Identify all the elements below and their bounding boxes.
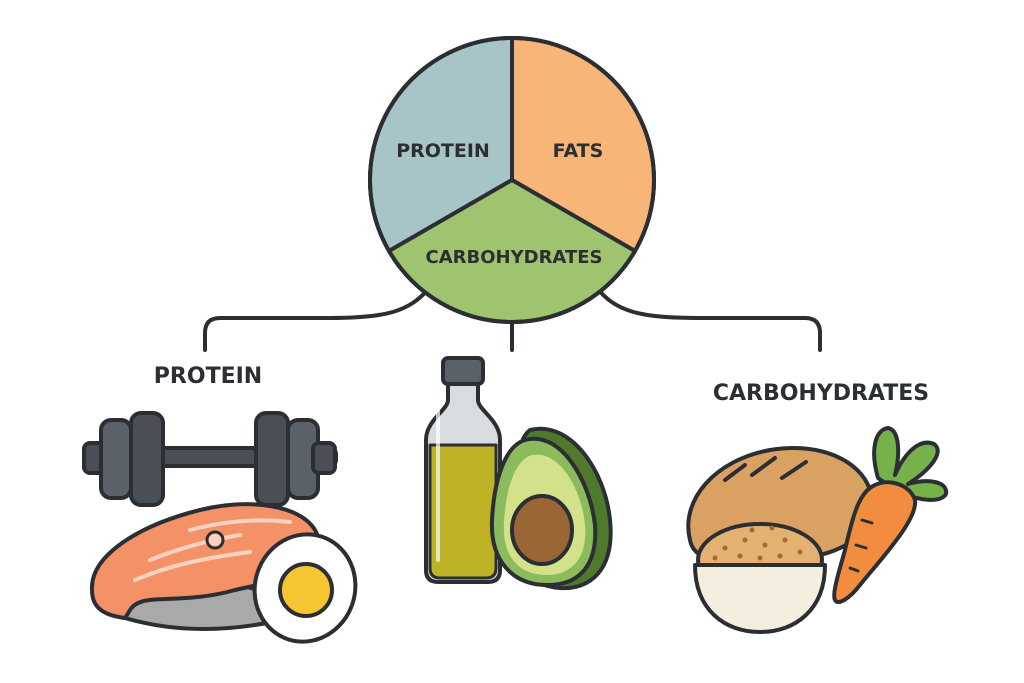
carbohydrate-foods (686, 426, 949, 634)
group-title-carbohydrates: CARBOHYDRATES (713, 381, 929, 406)
fats-foods (424, 356, 613, 591)
pie-label-fats: FATS (553, 140, 604, 162)
macronutrient-pie: PROTEIN FATS CARBOHYDRATES (368, 36, 656, 325)
grain-bowl-icon (693, 522, 827, 634)
protein-foods (82, 411, 358, 644)
oil-bottle-icon (424, 356, 502, 584)
boiled-egg-icon (252, 532, 358, 644)
salmon-steak-icon (89, 502, 322, 631)
avocado-icon (489, 426, 613, 591)
pie-outline (368, 36, 656, 324)
pie-label-carbohydrates: CARBOHYDRATES (426, 247, 603, 268)
connector-carbohydrates (594, 285, 822, 352)
pie-label-protein: PROTEIN (396, 140, 490, 162)
dumbbell-icon (82, 411, 338, 507)
group-title-protein: PROTEIN (154, 364, 262, 389)
carrot-icon (832, 426, 949, 604)
connector-protein (203, 285, 432, 352)
